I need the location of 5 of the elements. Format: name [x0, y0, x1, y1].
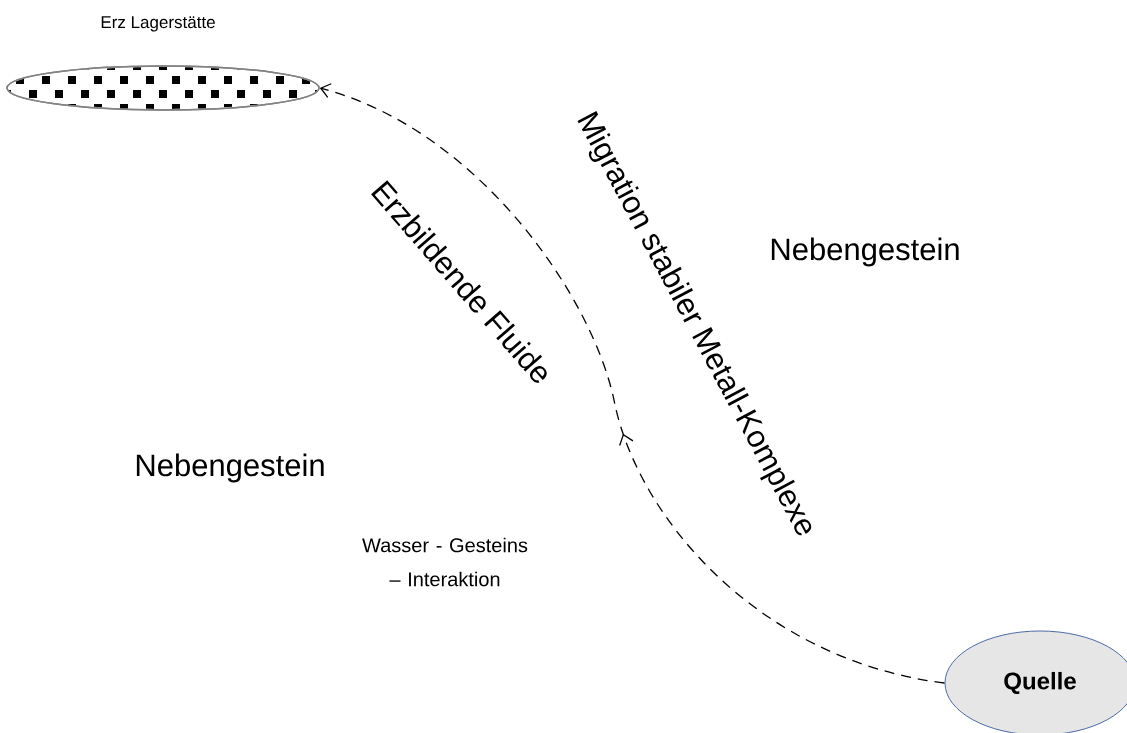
dashed-arrow	[319, 83, 946, 684]
heading: Erz Lagerstätte	[101, 16, 215, 32]
note-text: Wasser - Gesteins – Interaktion	[362, 537, 528, 587]
region-label: Nebengestein	[136, 453, 324, 483]
region-label: Nebengestein	[771, 237, 959, 267]
